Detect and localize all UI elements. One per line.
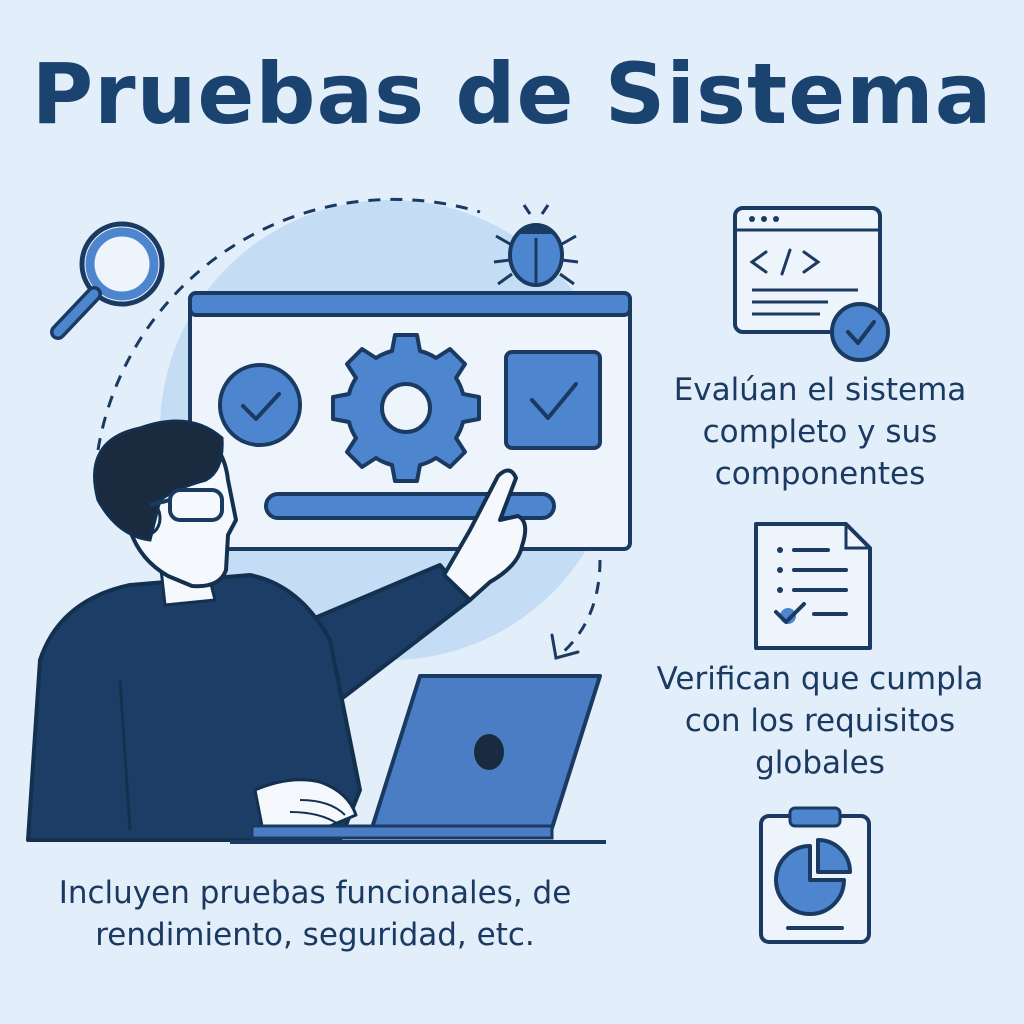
footer-caption: Incluyen pruebas funcionales, de rendimi…: [58, 875, 572, 953]
gear-icon: [331, 333, 481, 483]
progress-bar: [264, 492, 556, 520]
arrow-head-icon: [550, 633, 580, 660]
page-title: Pruebas de Sistema: [31, 45, 993, 143]
checklist-document-icon: [754, 522, 872, 650]
check-circle-icon: [218, 363, 302, 447]
check-square-icon: [504, 350, 602, 450]
code-window-check-icon: [733, 206, 890, 362]
feature-caption-evaluate: Evalúan el sistema completo y sus compon…: [673, 372, 967, 492]
laptop-icon: [230, 674, 606, 844]
dashed-arc-lower: [559, 559, 602, 657]
dashed-arc: [96, 197, 481, 451]
clipboard-pie-chart-icon: [759, 806, 871, 944]
browser-window: [188, 291, 632, 551]
feature-caption-verify: Verifican que cumpla con los requisitos …: [656, 661, 984, 781]
person-illustration: [26, 419, 528, 842]
bug-icon: [493, 204, 579, 287]
magnifier-icon: [50, 221, 165, 340]
